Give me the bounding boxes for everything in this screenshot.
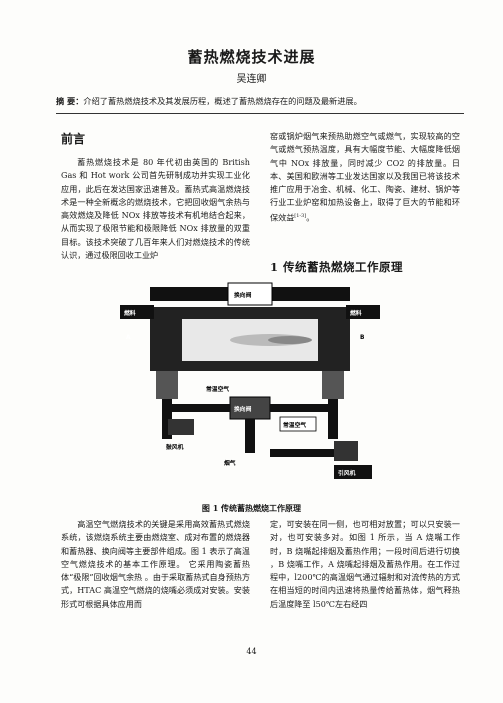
- fuel-right-label: 燃料: [350, 309, 362, 317]
- abstract: 摘 要：介绍了蓄热燃烧技术及其发展历程，概述了蓄热燃烧存在的问题及最新进展。: [56, 95, 476, 107]
- intro-left-paragraph: 蓄热燃烧技术是 80 年代初由英国的 British Gas 和 Hot wor…: [61, 156, 250, 321]
- intro-heading: 前言: [61, 132, 86, 146]
- figure-caption: 图 1 传统蓄热燃烧工作原理: [201, 503, 302, 513]
- flue-gas-label: 烟气: [224, 459, 236, 467]
- paper-title: 蓄热燃烧技术进展: [187, 48, 316, 66]
- induced-fan: [334, 441, 358, 461]
- citation: [1-3]: [294, 212, 307, 219]
- fuel-left-label: 燃料: [124, 309, 136, 317]
- intro-right-text: 窑或锅炉烟气来预热助燃空气或燃气，实现较高的空气或燃气预热温度，具有大幅度节能、…: [270, 131, 460, 223]
- intro-left-text: 蓄热燃烧技术是 80 年代初由英国的 British Gas 和 Hot wor…: [61, 157, 250, 261]
- header-rule: [56, 113, 464, 114]
- figure-1-diagram: 换向阀 燃料 A 燃料 B 换向阀 常温空气 鼓风机 常温空气 烟气 引风机: [120, 282, 380, 479]
- abstract-text: 介绍了蓄热燃烧技术及其发展历程，概述了蓄热燃烧存在的问题及最新进展。: [83, 96, 362, 106]
- abstract-label: 摘 要：: [56, 96, 84, 106]
- burner-a-label: A: [126, 335, 131, 341]
- intro-right-paragraph: 窑或锅炉烟气来预热助燃空气或燃气，实现较高的空气或燃气预热温度，具有大幅度节能、…: [270, 130, 460, 225]
- blower: [168, 419, 194, 435]
- air-label-right: 常温空气: [283, 421, 306, 429]
- body-right-paragraph: 定，可安装在同一侧，也可相对放置；可以只安装一对，也可安装多对。如图 1 所示，…: [270, 518, 460, 611]
- author: 吴连卿: [236, 74, 267, 85]
- intro-right-end: 。: [306, 212, 315, 223]
- body-left-text: 高温空气燃烧技术的关键是采用高效蓄热式燃烧系统，该燃烧系统主要由燃烧室、成对布置…: [61, 519, 250, 609]
- blower-label: 鼓风机: [166, 443, 184, 451]
- page-number: 44: [246, 647, 257, 656]
- section-1-heading: 1 传统蓄热燃烧工作原理: [270, 260, 404, 274]
- top-valve-label: 换向阀: [234, 291, 252, 299]
- switch-valve-label: 换向阀: [234, 405, 252, 413]
- body-left-paragraph: 高温空气燃烧技术的关键是采用高效蓄热式燃烧系统，该燃烧系统主要由燃烧室、成对布置…: [61, 518, 250, 611]
- regenerator-left: [156, 371, 178, 399]
- cold-air-label: 常温空气: [206, 385, 229, 393]
- body-right-text: 定，可安装在同一侧，也可相对放置；可以只安装一对，也可安装多对。如图 1 所示，…: [270, 519, 460, 609]
- regenerator-right: [322, 371, 344, 399]
- induced-fan-label: 引风机: [338, 469, 356, 477]
- burner-b-label: B: [360, 335, 365, 341]
